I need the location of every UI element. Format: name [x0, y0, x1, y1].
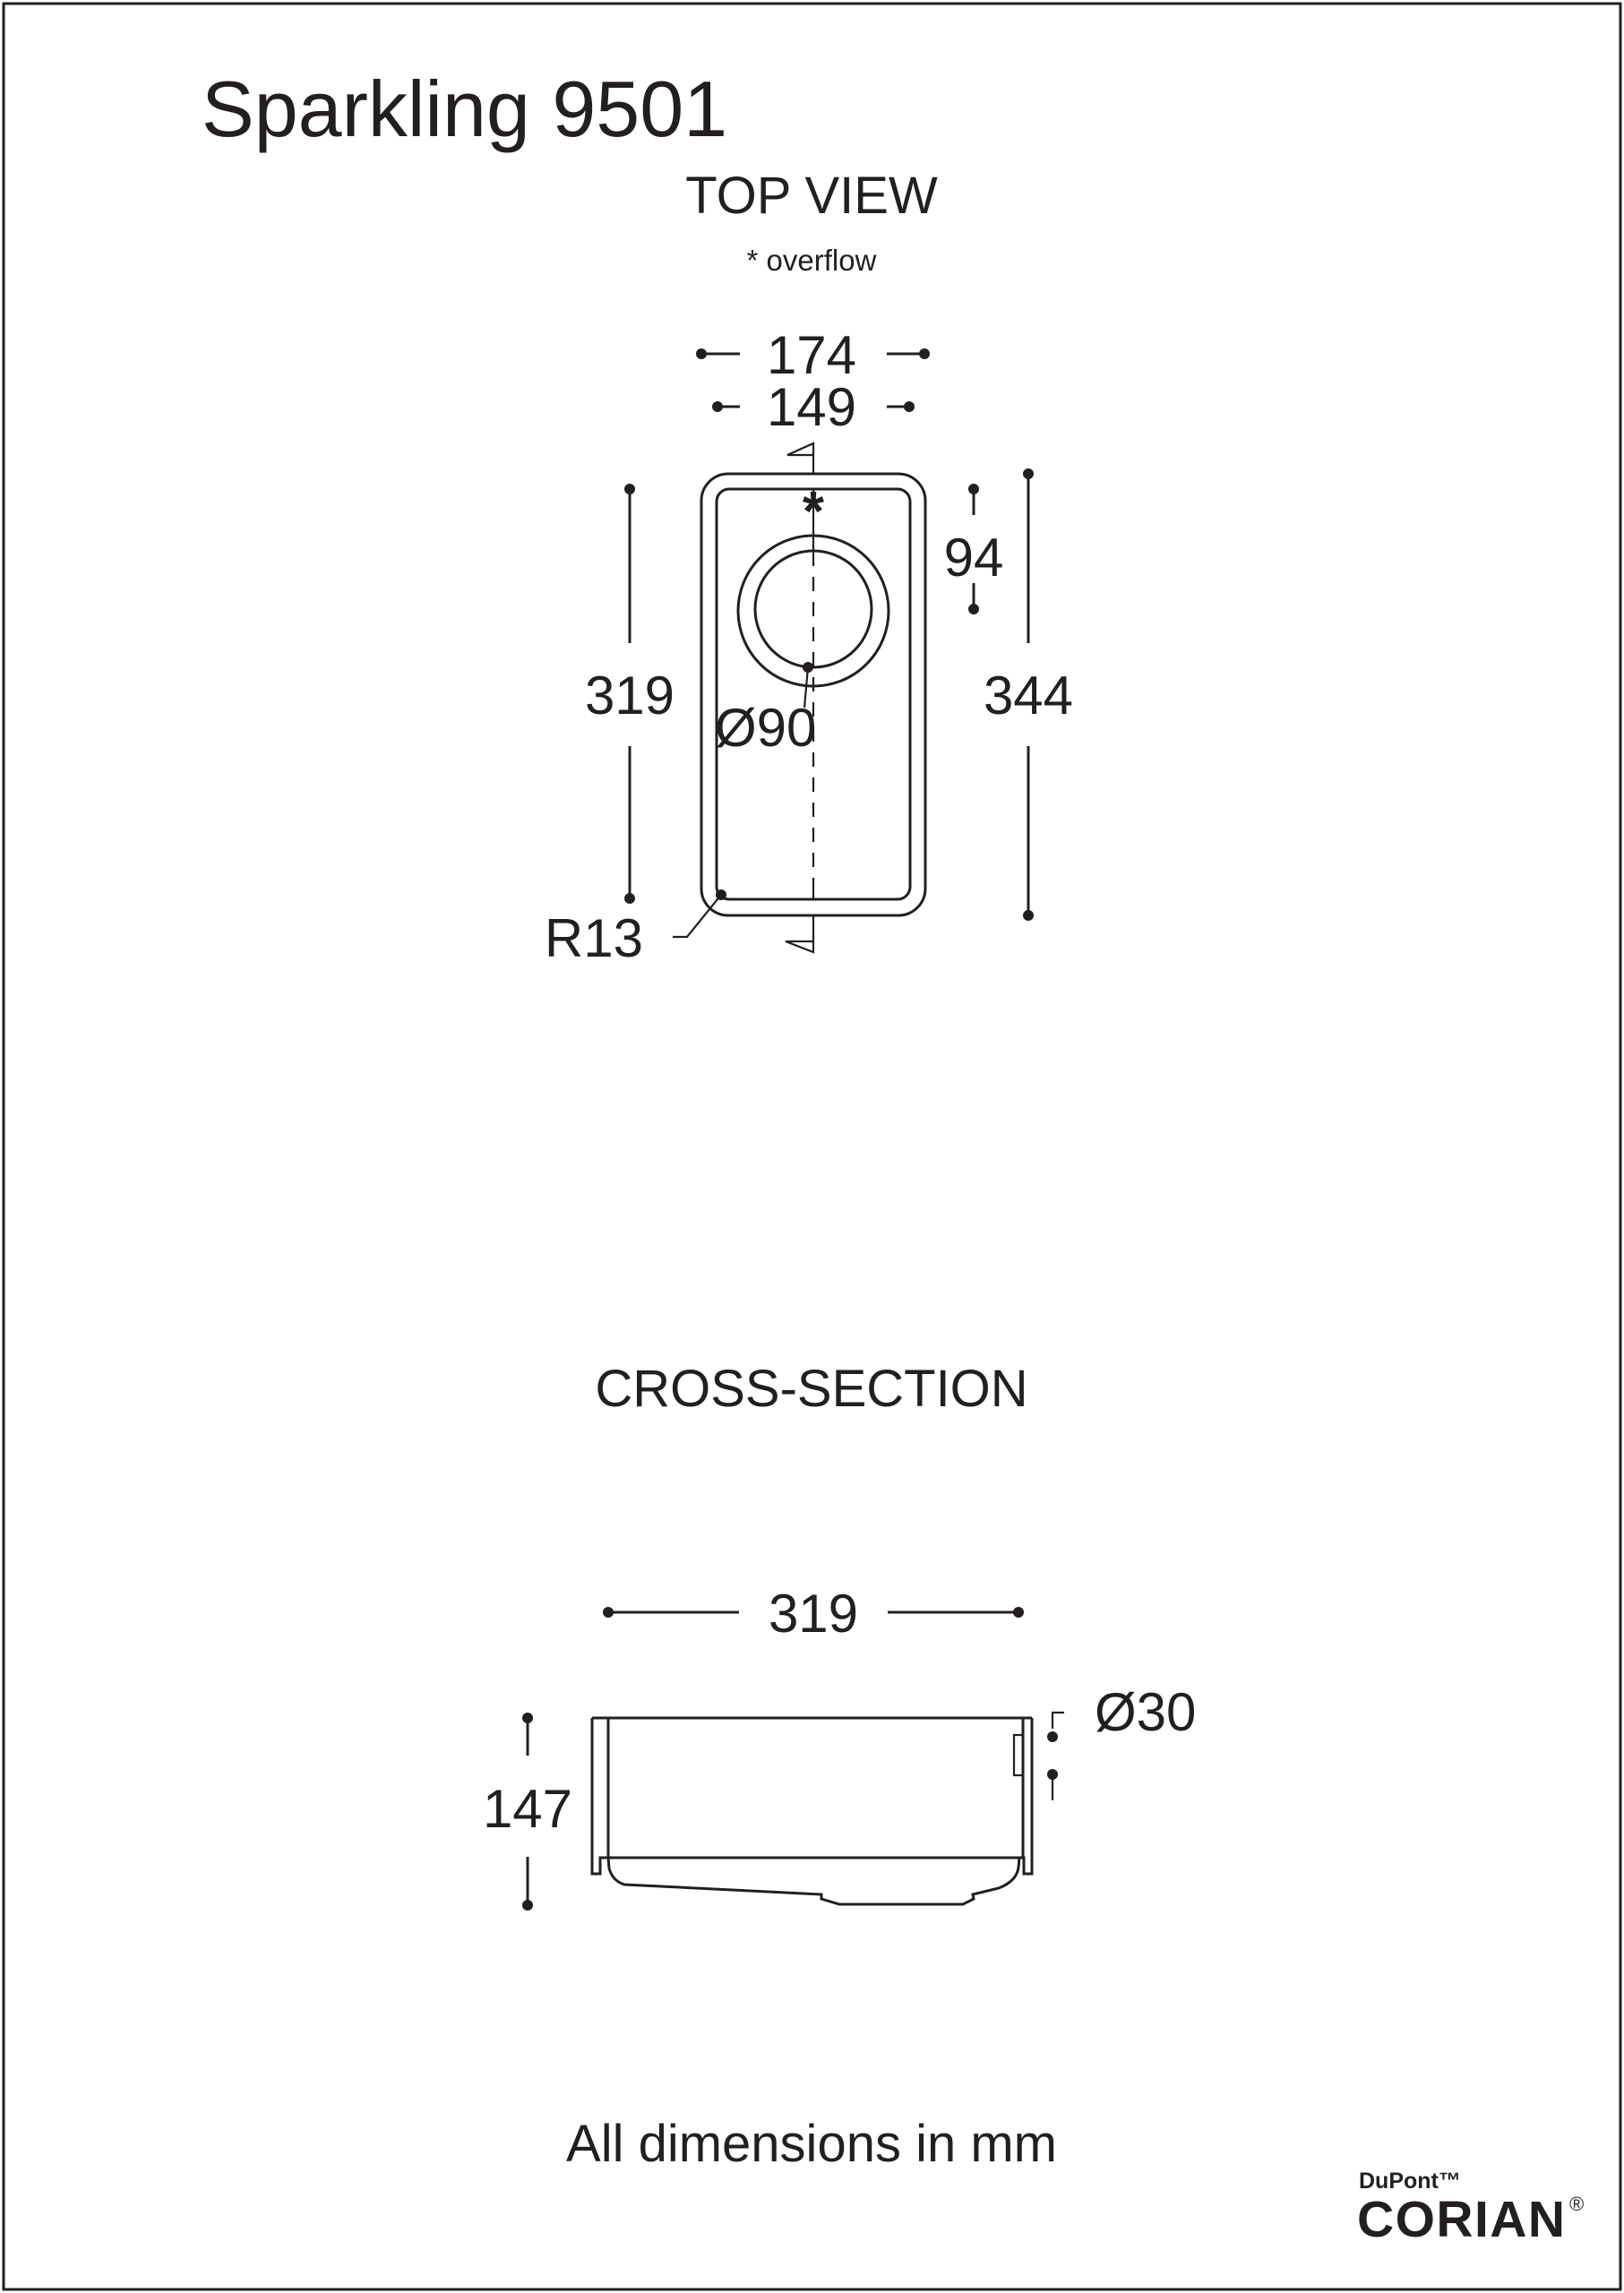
overflow-mark: * [803, 481, 825, 543]
dimension-depth: 147 [483, 1713, 572, 1911]
overflow-note: * overflow [747, 244, 877, 277]
logo-corian: CORIAN [1357, 2191, 1565, 2248]
corian-logo: DuPont™ CORIAN ® [1357, 2168, 1584, 2248]
dimension-corner-radius: R13 [545, 889, 726, 968]
top-view-heading: TOP VIEW [685, 167, 938, 225]
dimension-section-length: 319 [603, 1584, 1024, 1644]
inner-width-label: 149 [767, 377, 856, 437]
drain-outer-ring [736, 534, 890, 688]
top-view: TOP VIEW * overflow 174 149 * Ø90 319 [545, 167, 1073, 968]
overflow-diameter-label: Ø30 [1095, 1682, 1196, 1742]
logo-dupont: DuPont™ [1359, 2168, 1461, 2194]
inner-length-label: 319 [585, 666, 675, 726]
dimension-outer-length: 344 [984, 468, 1073, 921]
depth-label: 147 [483, 1779, 572, 1839]
section-mark-top [786, 442, 815, 474]
overflow-opening [1012, 1733, 1025, 1777]
drain-offset-label: 94 [944, 528, 1004, 588]
cross-section-heading: CROSS-SECTION [595, 1360, 1027, 1418]
cross-section-view: CROSS-SECTION 319 Ø30 147 [483, 1360, 1196, 1911]
dimension-inner-length: 319 [585, 484, 675, 904]
section-mark-bottom [785, 915, 815, 954]
dimension-outer-width: 174 [696, 325, 930, 385]
dimension-overflow-diameter: Ø30 [1047, 1682, 1196, 1800]
outer-width-label: 174 [767, 325, 856, 385]
logo-registered: ® [1569, 2193, 1584, 2215]
product-title: Sparkling 9501 [202, 64, 727, 153]
dimension-inner-width: 149 [712, 377, 915, 437]
sink-profile [590, 1716, 1034, 1906]
section-length-label: 319 [769, 1584, 858, 1644]
units-note: All dimensions in mm [566, 2115, 1057, 2173]
corner-radius-label: R13 [545, 908, 643, 968]
drain-diameter-label: Ø90 [715, 698, 816, 758]
dimension-drain-offset: 94 [944, 484, 1004, 614]
outer-length-label: 344 [984, 666, 1073, 726]
